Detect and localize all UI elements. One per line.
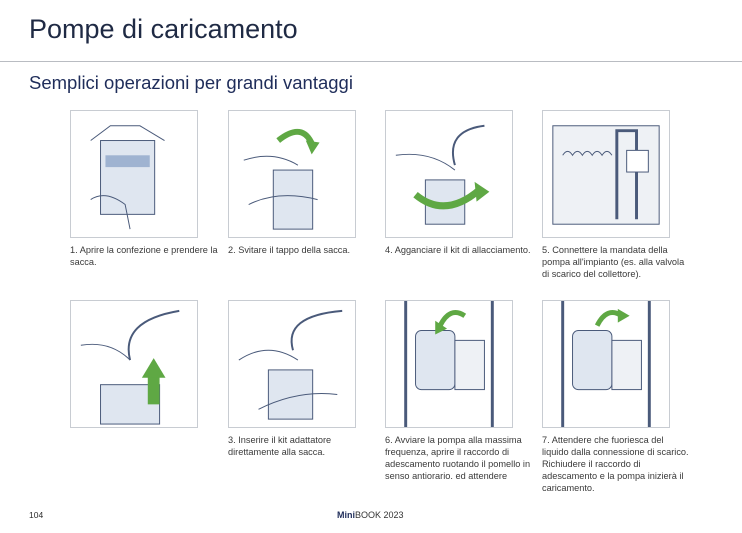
- divider: [0, 61, 742, 62]
- step-illustration: [385, 110, 513, 238]
- step-caption: 1. Aprire la confezione e prendere la sa…: [70, 245, 218, 267]
- footer-brand: MiniBOOK 2023: [337, 510, 404, 520]
- step-illustration: [542, 300, 670, 428]
- step-caption: 2. Svitare il tappo della sacca.: [228, 245, 351, 255]
- step-caption: 6. Avviare la pompa alla massima frequen…: [385, 435, 531, 481]
- brand-rest: BOOK 2023: [355, 510, 404, 520]
- step-illustration: [70, 110, 198, 238]
- step-1: 1. Aprire la confezione e prendere la sa…: [70, 110, 220, 268]
- step-illustration: [542, 110, 670, 238]
- step-caption: 4. Agganciare il kit di allacciamento.: [385, 245, 531, 255]
- step-3: 4. Agganciare il kit di allacciamento.: [385, 110, 535, 256]
- step-6: 3. Inserire il kit adattatore direttamen…: [228, 300, 378, 458]
- page-number: 104: [29, 510, 44, 520]
- step-caption: 5. Connettere la mandata della pompa all…: [542, 245, 685, 279]
- page-title: Pompe di caricamento: [29, 14, 298, 44]
- step-5: [70, 300, 220, 434]
- step-4: 5. Connettere la mandata della pompa all…: [542, 110, 692, 280]
- step-7: 6. Avviare la pompa alla massima frequen…: [385, 300, 535, 482]
- step-illustration: [228, 300, 356, 428]
- step-caption: 3. Inserire il kit adattatore direttamen…: [228, 435, 332, 457]
- step-illustration: [228, 110, 356, 238]
- step-illustration: [385, 300, 513, 428]
- section-subtitle: Semplici operazioni per grandi vantaggi: [29, 72, 353, 93]
- step-illustration: [70, 300, 198, 428]
- step-caption: 7. Attendere che fuoriesca del liquido d…: [542, 435, 689, 493]
- step-2: 2. Svitare il tappo della sacca.: [228, 110, 378, 256]
- step-8: 7. Attendere che fuoriesca del liquido d…: [542, 300, 692, 494]
- brand-bold: Mini: [337, 510, 355, 520]
